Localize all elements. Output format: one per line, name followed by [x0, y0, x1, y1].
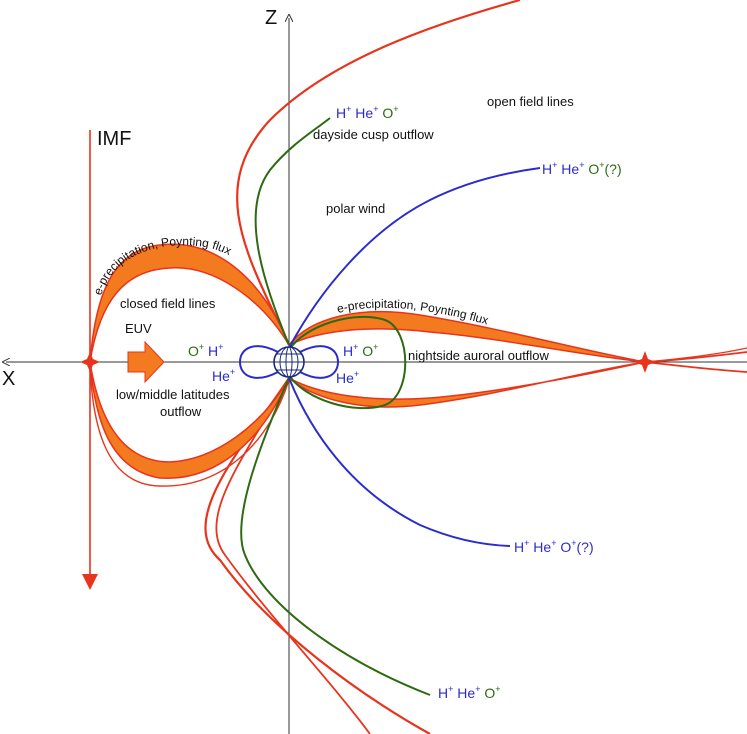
svg-text:O+ H+: O+ H+	[188, 342, 223, 359]
svg-text:He+: He+	[212, 367, 235, 384]
polar-wind-line-lower	[288, 377, 511, 547]
cusp-field-line-upper	[254, 117, 331, 346]
dayside-flux-band-lower	[89, 361, 290, 479]
svg-text:H+ He+ O+: H+ He+ O+	[336, 104, 399, 121]
plasmasphere-loop-left	[238, 345, 279, 379]
x-axis-label: X	[2, 368, 15, 390]
ion-label-open-upper: H+ He+ O+(?)	[542, 160, 622, 177]
ion-label-cusp-top: H+ He+ O+	[336, 104, 399, 121]
ion-label-cusp-lower: H+ He+ O+	[438, 684, 501, 701]
nightside-tail-red-2	[644, 361, 747, 373]
imf-label: IMF	[97, 128, 131, 150]
open-field-line-upper-outer	[236, 0, 521, 346]
euv-label: EUV	[125, 321, 152, 336]
nightside-auroral-outflow-label: nightside auroral outflow	[408, 348, 550, 363]
open-field-lines-label: open field lines	[487, 94, 574, 109]
svg-text:He+: He+	[336, 369, 359, 386]
low-mid-latitudes-label: low/middle latitudes	[116, 387, 230, 402]
earth-globe-icon	[273, 346, 305, 378]
ion-label-left-plasmasphere: O+ H+ He+	[188, 342, 235, 384]
nightside-green-loop	[288, 315, 407, 410]
outflow-label: outflow	[160, 404, 202, 419]
z-axis-label: Z	[265, 7, 277, 29]
svg-text:H+ He+ O+: H+ He+ O+	[438, 684, 501, 701]
plasmasphere-loop-right	[299, 345, 340, 379]
svg-text:H+ O+: H+ O+	[343, 342, 378, 359]
cusp-field-line-lower	[240, 377, 431, 696]
dayside-cusp-outflow-label: dayside cusp outflow	[313, 127, 434, 142]
open-field-line-lower-second	[215, 377, 371, 734]
dayside-x-point-star	[80, 352, 100, 372]
closed-field-lines-label: closed field lines	[120, 296, 216, 311]
nightside-tail-red-3	[644, 347, 747, 363]
polar-wind-line-upper	[288, 167, 541, 349]
svg-text:H+ He+ O+(?): H+ He+ O+(?)	[514, 538, 594, 555]
ion-label-open-lower: H+ He+ O+(?)	[514, 538, 594, 555]
dayside-outer-red-lower	[89, 361, 290, 487]
ion-label-right-plasmasphere: H+ O+ He+	[336, 342, 378, 386]
nightside-x-point-star	[634, 351, 656, 373]
svg-text:H+ He+ O+(?): H+ He+ O+(?)	[542, 160, 622, 177]
polar-wind-label: polar wind	[326, 201, 385, 216]
euv-arrow-icon	[127, 340, 165, 384]
